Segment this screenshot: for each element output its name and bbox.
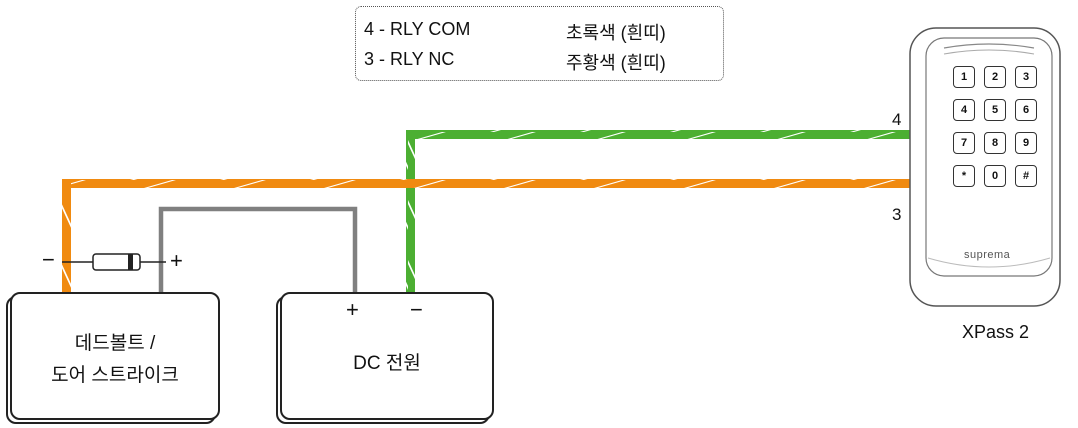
keypad-key[interactable]: 3	[1015, 66, 1037, 88]
keypad-key[interactable]: 7	[953, 132, 975, 154]
power-plus-label: +	[346, 297, 359, 322]
device-brand: suprema	[964, 249, 1011, 261]
orange-wire	[62, 179, 914, 292]
keypad-key[interactable]: 8	[984, 132, 1006, 154]
lock-label-line2: 도어 스트라이크	[51, 365, 179, 386]
power-label: DC 전원	[353, 353, 421, 374]
gray-wire	[158, 206, 358, 292]
keypad-key[interactable]: 1	[953, 66, 975, 88]
keypad-key[interactable]: 6	[1015, 99, 1037, 121]
legend-terminal-3: 3 - RLY NC	[364, 49, 455, 69]
keypad-key[interactable]: 9	[1015, 132, 1037, 154]
keypad-key[interactable]: 4	[953, 99, 975, 121]
keypad-key[interactable]: 5	[984, 99, 1006, 121]
keypad-key[interactable]: *	[953, 165, 975, 187]
wire-legend: 4 - RLY COM 초록색 (흰띠) 3 - RLY NC 주황색 (흰띠)	[355, 6, 724, 81]
power-minus-label: −	[410, 297, 423, 322]
keypad-key[interactable]: 2	[984, 66, 1006, 88]
keypad-key[interactable]: #	[1015, 165, 1037, 187]
legend-color-4: 초록색 (흰띠)	[566, 23, 666, 43]
device-name: XPass 2	[962, 322, 1030, 342]
diode-minus-label: −	[42, 247, 55, 272]
lock-box: 데드볼트 / 도어 스트라이크	[10, 292, 220, 420]
terminal-4-label: 4	[892, 110, 902, 129]
terminal-3-label: 3	[892, 205, 902, 224]
legend-color-3: 주황색 (흰띠)	[566, 53, 666, 73]
diode-symbol	[62, 253, 166, 271]
keypad-key[interactable]: 0	[984, 165, 1006, 187]
green-wire	[406, 130, 914, 292]
power-box: + − DC 전원	[280, 292, 494, 420]
lock-label-line1: 데드볼트 /	[74, 333, 156, 354]
diode-plus-label: +	[170, 248, 183, 273]
legend-terminal-4: 4 - RLY COM	[364, 19, 471, 39]
